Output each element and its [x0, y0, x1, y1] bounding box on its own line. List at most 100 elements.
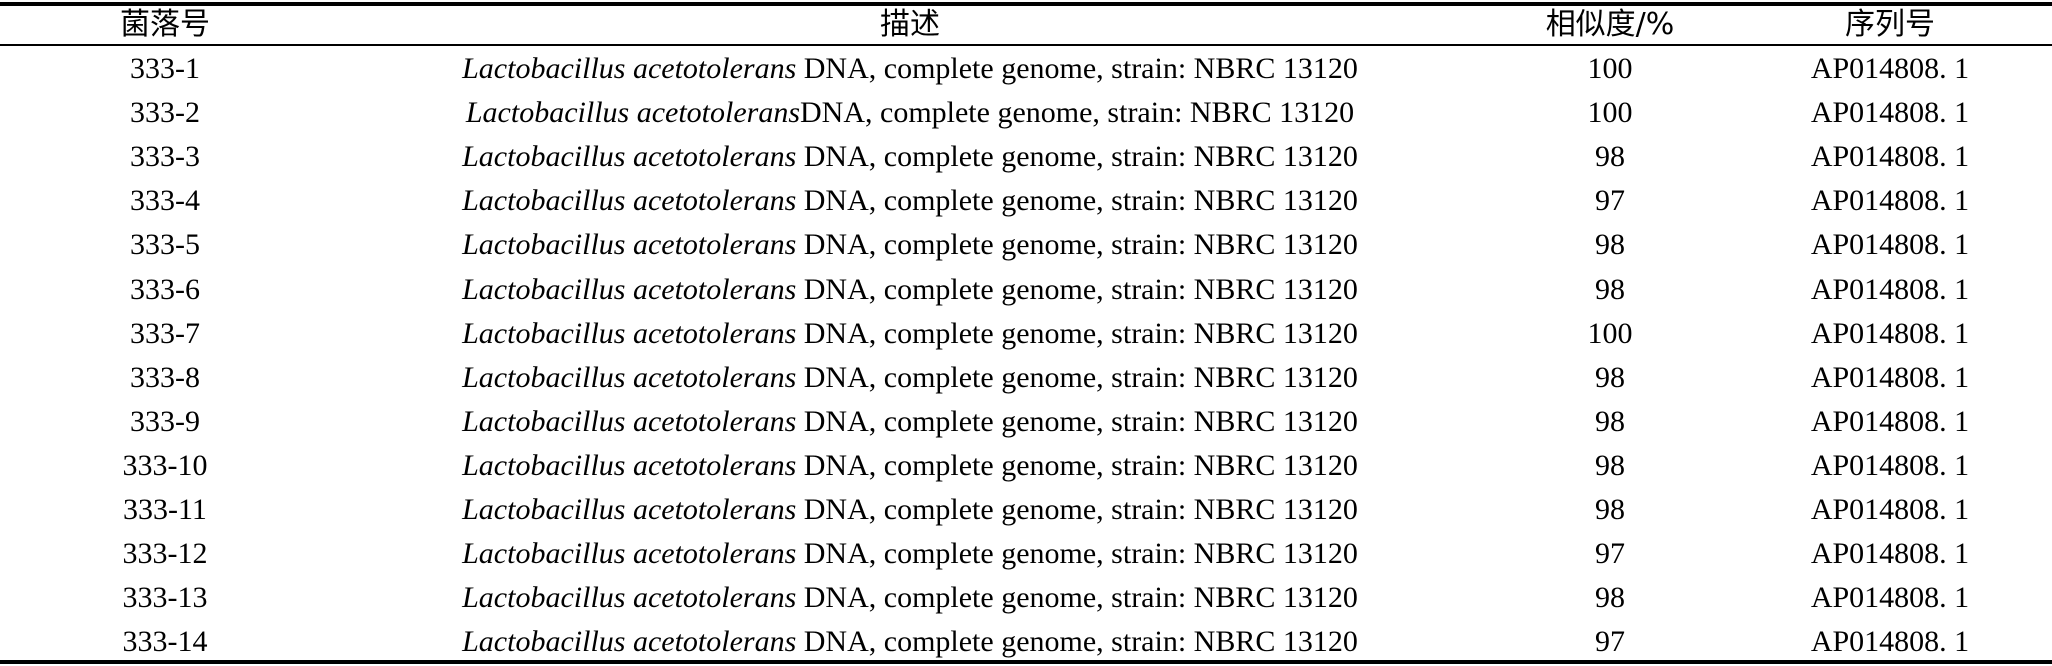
cell-colony: 333-8 — [130, 360, 200, 394]
description-text: DNA, complete genome, strain: NBRC 13120 — [796, 360, 1358, 394]
description-text: DNA, complete genome, strain: NBRC 13120 — [796, 404, 1358, 438]
description-text: DNA, complete genome, strain: NBRC 13120 — [796, 184, 1358, 218]
cell-similarity: 98 — [1595, 140, 1625, 174]
description-text: DNA, complete genome, strain: NBRC 13120 — [796, 272, 1358, 306]
description-text: DNA, complete genome, strain: NBRC 13120 — [796, 581, 1358, 615]
cell-description: Lactobacillus acetotolerans DNA, complet… — [370, 444, 1450, 488]
species-name: Lactobacillus acetotolerans — [462, 581, 797, 615]
description-text: DNA, complete genome, strain: NBRC 13120 — [796, 52, 1358, 86]
description-text: DNA, complete genome, strain: NBRC 13120 — [796, 492, 1358, 526]
description-text: DNA, complete genome, strain: NBRC 13120 — [796, 448, 1358, 482]
cell-colony: 333-9 — [130, 404, 200, 438]
species-name: Lactobacillus acetotolerans — [462, 537, 797, 571]
table-row: 333-4 Lactobacillus acetotolerans DNA, co… — [0, 179, 2052, 223]
cell-similarity: 100 — [1587, 96, 1633, 130]
description-text: DNA, complete genome, strain: NBRC 13120 — [796, 316, 1358, 350]
description-text: DNA, complete genome, strain: NBRC 13120 — [796, 228, 1358, 262]
cell-similarity: 98 — [1595, 272, 1625, 306]
cell-colony: 333-7 — [130, 316, 200, 350]
cell-description: Lactobacillus acetotolerans DNA, complet… — [370, 620, 1450, 664]
description-text: DNA, complete genome, strain: NBRC 13120 — [800, 96, 1355, 130]
cell-sequence: AP014808. 1 — [1810, 404, 1970, 438]
cell-similarity: 100 — [1587, 52, 1633, 86]
cell-similarity: 97 — [1595, 537, 1625, 571]
cell-similarity: 98 — [1595, 360, 1625, 394]
cell-sequence: AP014808. 1 — [1810, 272, 1970, 306]
species-name: Lactobacillus acetotolerans — [465, 96, 801, 130]
cell-description: Lactobacillus acetotolerans DNA, complet… — [370, 488, 1450, 532]
table-row: 333-5 Lactobacillus acetotolerans DNA, co… — [0, 223, 2052, 267]
cell-description: Lactobacillus acetotolerans DNA, complet… — [370, 532, 1450, 576]
cell-sequence: AP014808. 1 — [1810, 52, 1970, 86]
cell-similarity: 98 — [1595, 492, 1625, 526]
cell-colony: 333-2 — [130, 96, 200, 130]
species-name: Lactobacillus acetotolerans — [462, 448, 797, 482]
species-name: Lactobacillus acetotolerans — [462, 272, 797, 306]
cell-colony: 333-4 — [130, 184, 200, 218]
cell-description: Lactobacillus acetotolerans DNA, complet… — [370, 47, 1450, 91]
header-colony: 菌落号 — [120, 7, 210, 42]
species-name: Lactobacillus acetotolerans — [462, 184, 797, 218]
cell-colony: 333-11 — [123, 492, 207, 526]
table-row: 333-12 Lactobacillus acetotolerans DNA, c… — [0, 532, 2052, 576]
cell-colony: 333-3 — [130, 140, 200, 174]
species-name: Lactobacillus acetotolerans — [462, 625, 797, 659]
cell-colony: 333-13 — [122, 581, 208, 615]
cell-colony: 333-1 — [130, 52, 200, 86]
species-name: Lactobacillus acetotolerans — [462, 360, 797, 394]
cell-sequence: AP014808. 1 — [1810, 316, 1970, 350]
header-sequence: 序列号 — [1845, 7, 1935, 42]
cell-similarity: 100 — [1587, 316, 1633, 350]
cell-sequence: AP014808. 1 — [1810, 581, 1970, 615]
species-name: Lactobacillus acetotolerans — [462, 492, 797, 526]
table-bottom-rule — [0, 660, 2052, 664]
description-text: DNA, complete genome, strain: NBRC 13120 — [796, 625, 1358, 659]
cell-colony: 333-6 — [130, 272, 200, 306]
cell-colony: 333-14 — [122, 625, 208, 659]
table-row: 333-13 Lactobacillus acetotolerans DNA, c… — [0, 576, 2052, 620]
cell-similarity: 98 — [1595, 448, 1625, 482]
table-row: 333-11 Lactobacillus acetotolerans DNA, c… — [0, 488, 2052, 532]
table-row: 333-10 Lactobacillus acetotolerans DNA, c… — [0, 444, 2052, 488]
cell-similarity: 97 — [1595, 625, 1625, 659]
cell-description: Lactobacillus acetotolerans DNA, complet… — [370, 400, 1450, 444]
table-row: 333-1 Lactobacillus acetotolerans DNA, co… — [0, 47, 2052, 91]
cell-similarity: 98 — [1595, 404, 1625, 438]
cell-sequence: AP014808. 1 — [1810, 228, 1970, 262]
cell-sequence: AP014808. 1 — [1810, 537, 1970, 571]
cell-colony: 333-10 — [122, 448, 208, 482]
cell-similarity: 98 — [1595, 228, 1625, 262]
cell-sequence: AP014808. 1 — [1810, 360, 1970, 394]
table-header-row: 菌落号 描述 相似度/% 序列号 — [0, 6, 2052, 44]
table-row: 333-9 Lactobacillus acetotolerans DNA, co… — [0, 400, 2052, 444]
cell-similarity: 98 — [1595, 581, 1625, 615]
species-name: Lactobacillus acetotolerans — [462, 140, 797, 174]
table-row: 333-7 Lactobacillus acetotolerans DNA, co… — [0, 312, 2052, 356]
species-name: Lactobacillus acetotolerans — [462, 228, 797, 262]
cell-description: Lactobacillus acetotolerans DNA, complet… — [370, 267, 1450, 311]
cell-sequence: AP014808. 1 — [1810, 448, 1970, 482]
cell-colony: 333-12 — [122, 537, 208, 571]
cell-sequence: AP014808. 1 — [1810, 140, 1970, 174]
description-text: DNA, complete genome, strain: NBRC 13120 — [796, 537, 1358, 571]
table-header-rule — [0, 44, 2052, 46]
header-similarity: 相似度/% — [1545, 7, 1675, 42]
cell-description: Lactobacillus acetotolerans DNA, complet… — [370, 179, 1450, 223]
cell-description: Lactobacillus acetotolerans DNA, complet… — [370, 312, 1450, 356]
table-row: 333-6 Lactobacillus acetotolerans DNA, co… — [0, 267, 2052, 311]
table-row: 333-3 Lactobacillus acetotolerans DNA, co… — [0, 135, 2052, 179]
cell-colony: 333-5 — [130, 228, 200, 262]
cell-sequence: AP014808. 1 — [1810, 96, 1970, 130]
table-row: 333-8 Lactobacillus acetotolerans DNA, co… — [0, 356, 2052, 400]
cell-description: Lactobacillus acetotolerans DNA, complet… — [370, 576, 1450, 620]
header-description: 描述 — [880, 7, 940, 42]
cell-sequence: AP014808. 1 — [1810, 625, 1970, 659]
species-name: Lactobacillus acetotolerans — [462, 316, 797, 350]
species-name: Lactobacillus acetotolerans — [462, 52, 797, 86]
cell-sequence: AP014808. 1 — [1810, 184, 1970, 218]
description-text: DNA, complete genome, strain: NBRC 13120 — [796, 140, 1358, 174]
